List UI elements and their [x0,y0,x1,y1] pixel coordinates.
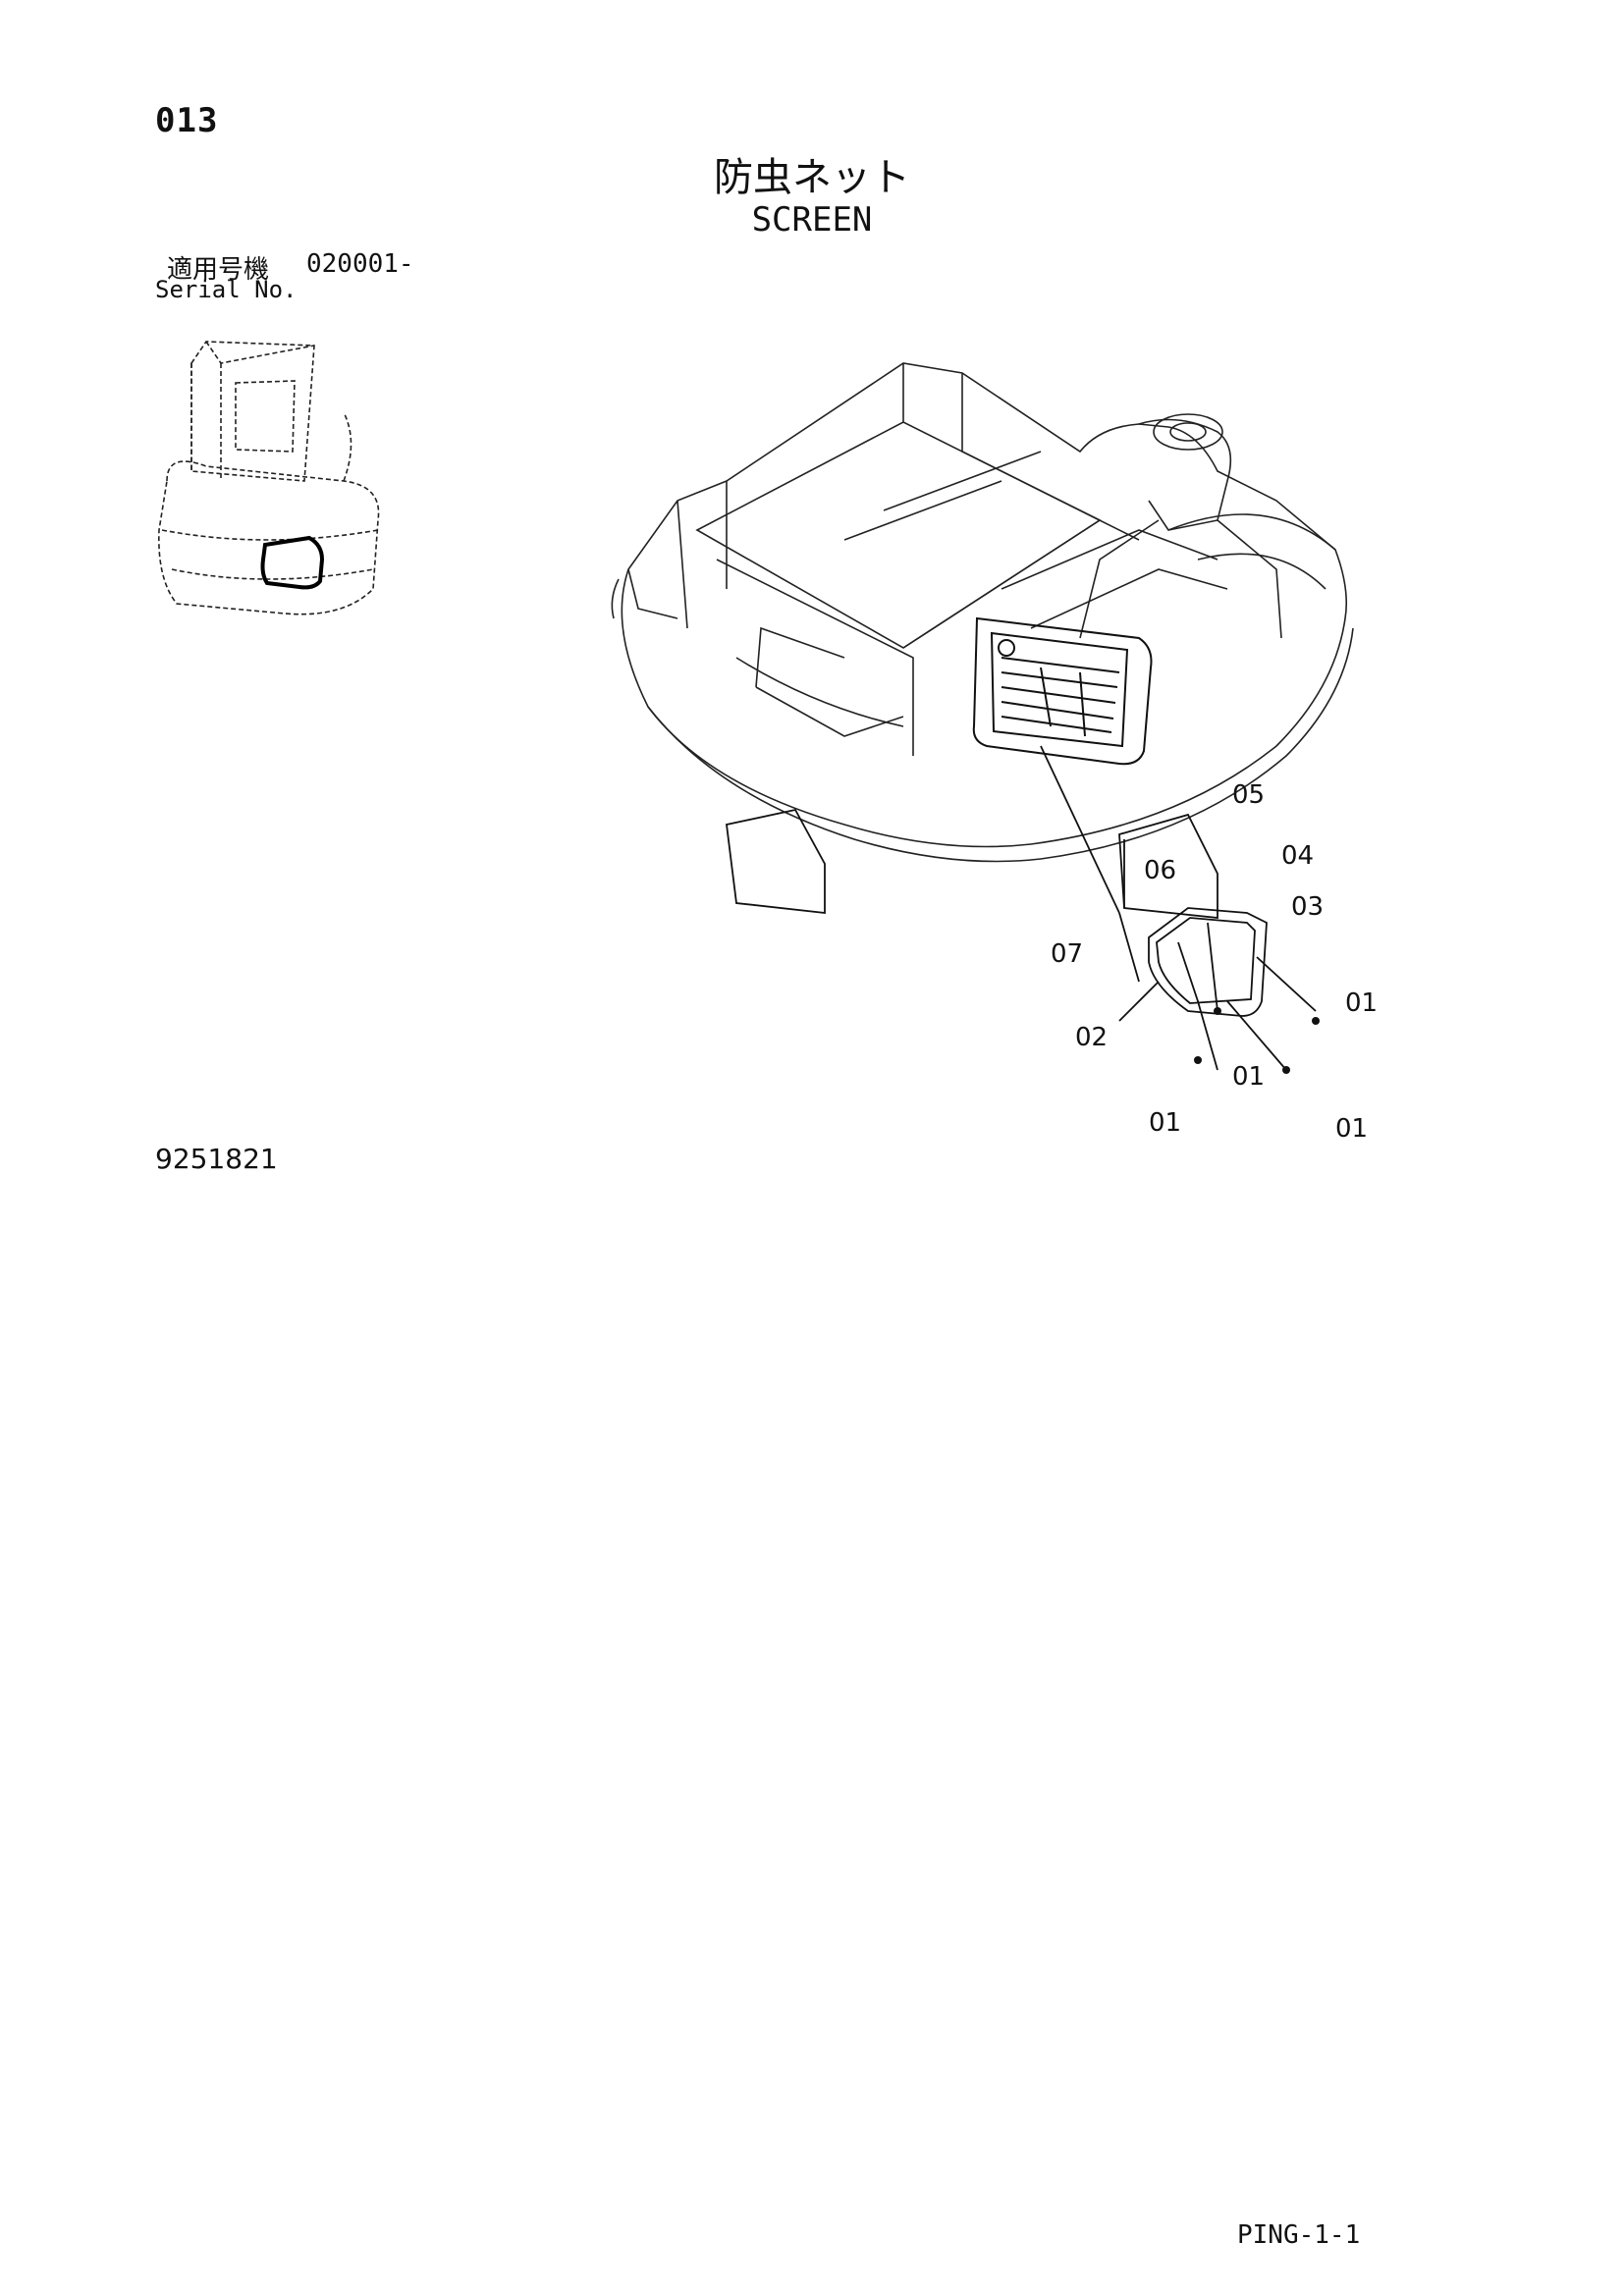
callout-01-center: 01 [1232,1062,1265,1092]
callout-07: 07 [1051,939,1083,969]
filter-frame [1148,907,1268,1017]
callout-04: 04 [1281,841,1314,871]
title-japanese: 防虫ネット [714,155,910,200]
page-number: 013 [155,101,219,140]
callout-01-bottom-left: 01 [1149,1108,1181,1138]
screen-location-highlight [260,535,325,590]
page-code: PING-1-1 [1237,2220,1361,2250]
screen-exploded-diagram: 05 04 06 03 07 01 02 01 01 01 [611,362,1378,1144]
machine-locator-diagram [158,341,380,615]
serial-value: 020001- [306,249,414,279]
filter-net-parts [726,745,1317,1071]
serial-label-english: Serial No. [155,276,298,303]
upperstructure-frame [621,362,1348,848]
callout-05: 05 [1232,780,1265,810]
serial-label-japanese: 適用号機 [167,255,270,285]
callout-01-bottom-right: 01 [1335,1114,1368,1144]
net-panel [726,808,826,915]
drawing-number: 9251821 [155,1143,278,1175]
title-english: SCREEN [751,200,873,240]
callout-03: 03 [1291,892,1324,922]
boom-bracket [1138,418,1232,531]
callout-06: 06 [1144,856,1176,885]
callout-01-right: 01 [1345,988,1378,1018]
callout-02: 02 [1075,1023,1108,1052]
screen-opening [972,616,1153,766]
